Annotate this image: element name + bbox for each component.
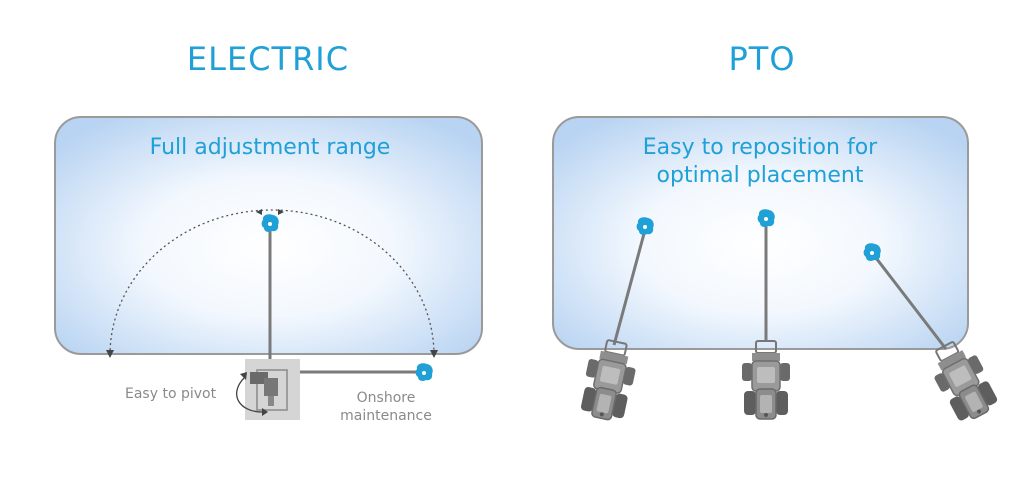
pto-arm-left: [612, 229, 647, 346]
pto-pond: [552, 116, 969, 350]
pto-headline-line-2: optimal placement: [657, 163, 864, 188]
maintenance-caption-line-1: Onshore: [357, 390, 416, 406]
arc-arrow-right-icon: [430, 350, 438, 358]
maintenance-caption-line-2: maintenance: [340, 408, 432, 424]
pivot-arrowhead-icon: [262, 408, 268, 416]
pivot-arrowhead-icon: [240, 372, 247, 380]
pivot-arrow-icon: [236, 377, 263, 413]
pto-arm-right: [871, 253, 948, 350]
arc-arrow-top-right-icon: [278, 209, 284, 215]
tractor-icon: [741, 340, 791, 420]
pto-title: PTO: [728, 40, 795, 78]
pivot-unit-icon: [245, 359, 300, 420]
electric-title: ELECTRIC: [187, 40, 349, 78]
pto-headline-line-1: Easy to reposition for: [643, 135, 878, 160]
electric-section: ELECTRIC Full adjustment range Easy to p…: [54, 40, 483, 424]
arc-arrow-left-icon: [106, 350, 114, 358]
pivot-caption: Easy to pivot: [125, 386, 217, 402]
adjustment-range-arc: [109, 209, 435, 356]
electric-headline: Full adjustment range: [150, 135, 391, 160]
arc-arrow-top-left-icon: [256, 209, 262, 215]
aerator-icon: [415, 363, 433, 381]
pto-section: PTO Easy to reposition for optimal place…: [552, 40, 1004, 428]
